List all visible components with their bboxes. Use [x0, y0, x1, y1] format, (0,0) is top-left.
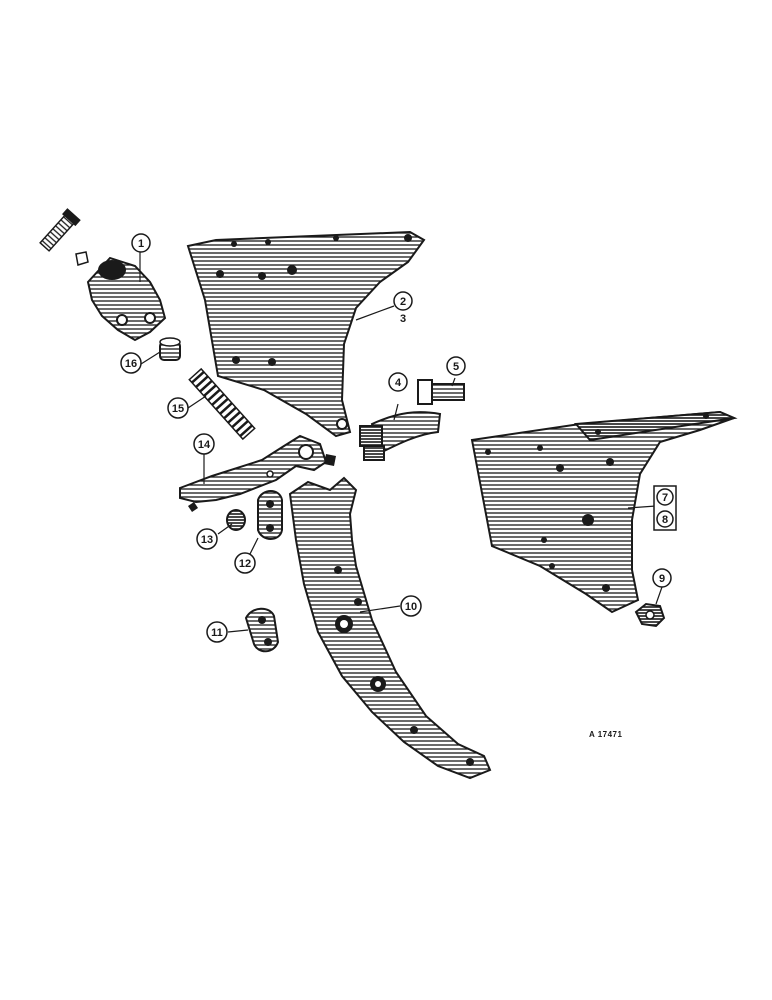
svg-text:8: 8 [662, 514, 668, 526]
part-12-link [257, 490, 283, 540]
callout-12: 12 [234, 552, 256, 574]
svg-text:10: 10 [405, 601, 417, 613]
part-16-bushing [159, 337, 181, 361]
svg-text:9: 9 [659, 573, 665, 585]
svg-text:2: 2 [400, 296, 406, 308]
callout-2: 2 [393, 291, 413, 311]
callout-7-8-box: 7 8 [653, 485, 677, 531]
callout-10: 10 [400, 595, 422, 617]
part-5-bolt [417, 379, 465, 405]
svg-text:11: 11 [211, 627, 223, 639]
svg-text:7: 7 [662, 492, 668, 504]
callout-4: 4 [388, 372, 408, 392]
part-1-bracket [39, 208, 167, 342]
svg-text:16: 16 [125, 358, 137, 370]
part-9-nut [634, 602, 666, 628]
svg-text:12: 12 [239, 558, 251, 570]
callout-11: 11 [206, 621, 228, 643]
callout-14: 14 [193, 433, 215, 455]
svg-text:5: 5 [453, 361, 459, 373]
callout-15: 15 [167, 397, 189, 419]
callout-9: 9 [652, 568, 672, 588]
callout-13: 13 [196, 528, 218, 550]
part-14-lever [179, 434, 336, 512]
svg-text:4: 4 [395, 377, 402, 389]
part-2-3-upper-plate [186, 230, 426, 438]
callout-3: 3 [400, 313, 406, 325]
svg-text:3: 3 [400, 313, 406, 325]
callout-1: 1 [131, 233, 151, 253]
figure-reference: A 17471 [589, 730, 623, 739]
callout-16: 16 [120, 352, 142, 374]
svg-text:15: 15 [172, 403, 184, 415]
leader-lines [139, 252, 663, 633]
part-15-spring [188, 367, 256, 441]
svg-text:14: 14 [198, 439, 211, 451]
part-11-link [244, 607, 280, 653]
svg-text:13: 13 [201, 534, 213, 546]
part-4-shim [359, 411, 442, 461]
part-13-nut [226, 509, 246, 531]
part-10-shank [288, 476, 492, 780]
callout-5: 5 [446, 356, 466, 376]
part-7-8-right-plate [470, 410, 738, 614]
svg-text:1: 1 [138, 238, 144, 250]
